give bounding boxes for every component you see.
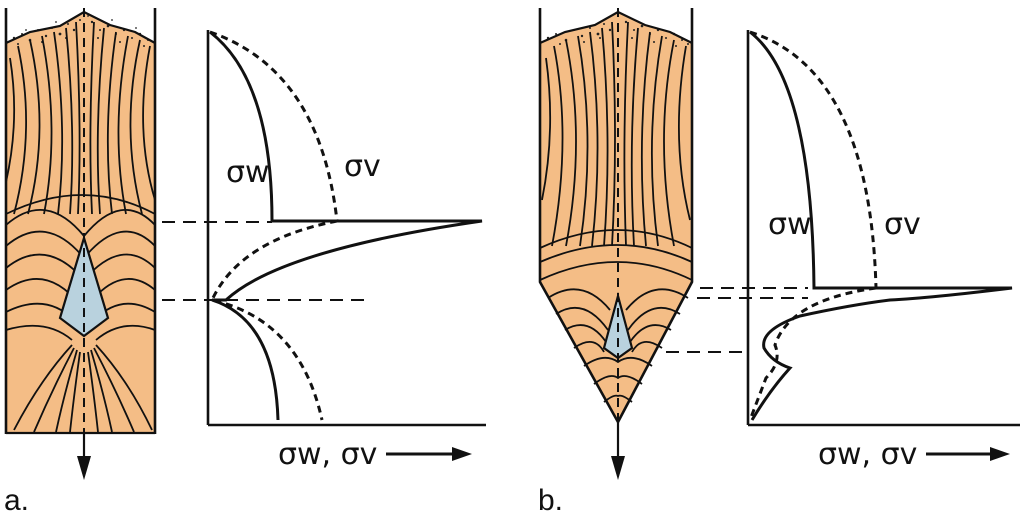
plot-a-sigma-w-curve bbox=[209, 30, 483, 421]
plot-b-sigma-w-label: σw bbox=[768, 207, 812, 242]
plot-a-sigma-v-label: σv bbox=[344, 149, 381, 184]
plot-a-axis-arrowhead bbox=[452, 447, 472, 461]
silo-a-streamlines-upper bbox=[5, 21, 156, 215]
plot-b-sigma-w-curve bbox=[749, 30, 1013, 421]
stress-plot-b: σw σv σw, σv b. bbox=[538, 30, 1020, 517]
silo-a bbox=[4, 8, 157, 480]
stress-plot-a: σw σv σw, σv a. bbox=[4, 30, 486, 517]
plot-a-sigma-w-label: σw bbox=[226, 155, 270, 190]
silo-a-streamlines-lower bbox=[13, 344, 153, 433]
plot-b-axis-arrowhead bbox=[990, 447, 1010, 461]
silo-b-walls bbox=[538, 8, 694, 424]
silo-b bbox=[538, 8, 694, 480]
silo-b-zone-boundary bbox=[539, 229, 693, 249]
silo-b-hopper-arches bbox=[539, 244, 693, 403]
silo-b-bulk-solid bbox=[540, 12, 692, 422]
plot-b-axis-label: σw, σv bbox=[818, 437, 917, 472]
silo-b-streamlines bbox=[541, 21, 691, 247]
silo-a-bulk-solid bbox=[6, 12, 155, 432]
silo-a-outflow-arrowhead bbox=[77, 456, 91, 480]
panel-a-letter: a. bbox=[4, 484, 29, 517]
panel-b-letter: b. bbox=[538, 484, 563, 517]
silo-a-zone-boundary bbox=[5, 194, 156, 215]
silo-b-outflow-arrowhead bbox=[611, 456, 625, 480]
plot-b-sigma-v-label: σv bbox=[884, 207, 921, 242]
plot-b-sigma-v-curve bbox=[748, 30, 878, 421]
plot-a-axis-label: σw, σv bbox=[278, 437, 377, 472]
silo-b-surface-speckle bbox=[546, 20, 689, 47]
plot-a-sigma-v-curve bbox=[209, 30, 339, 421]
